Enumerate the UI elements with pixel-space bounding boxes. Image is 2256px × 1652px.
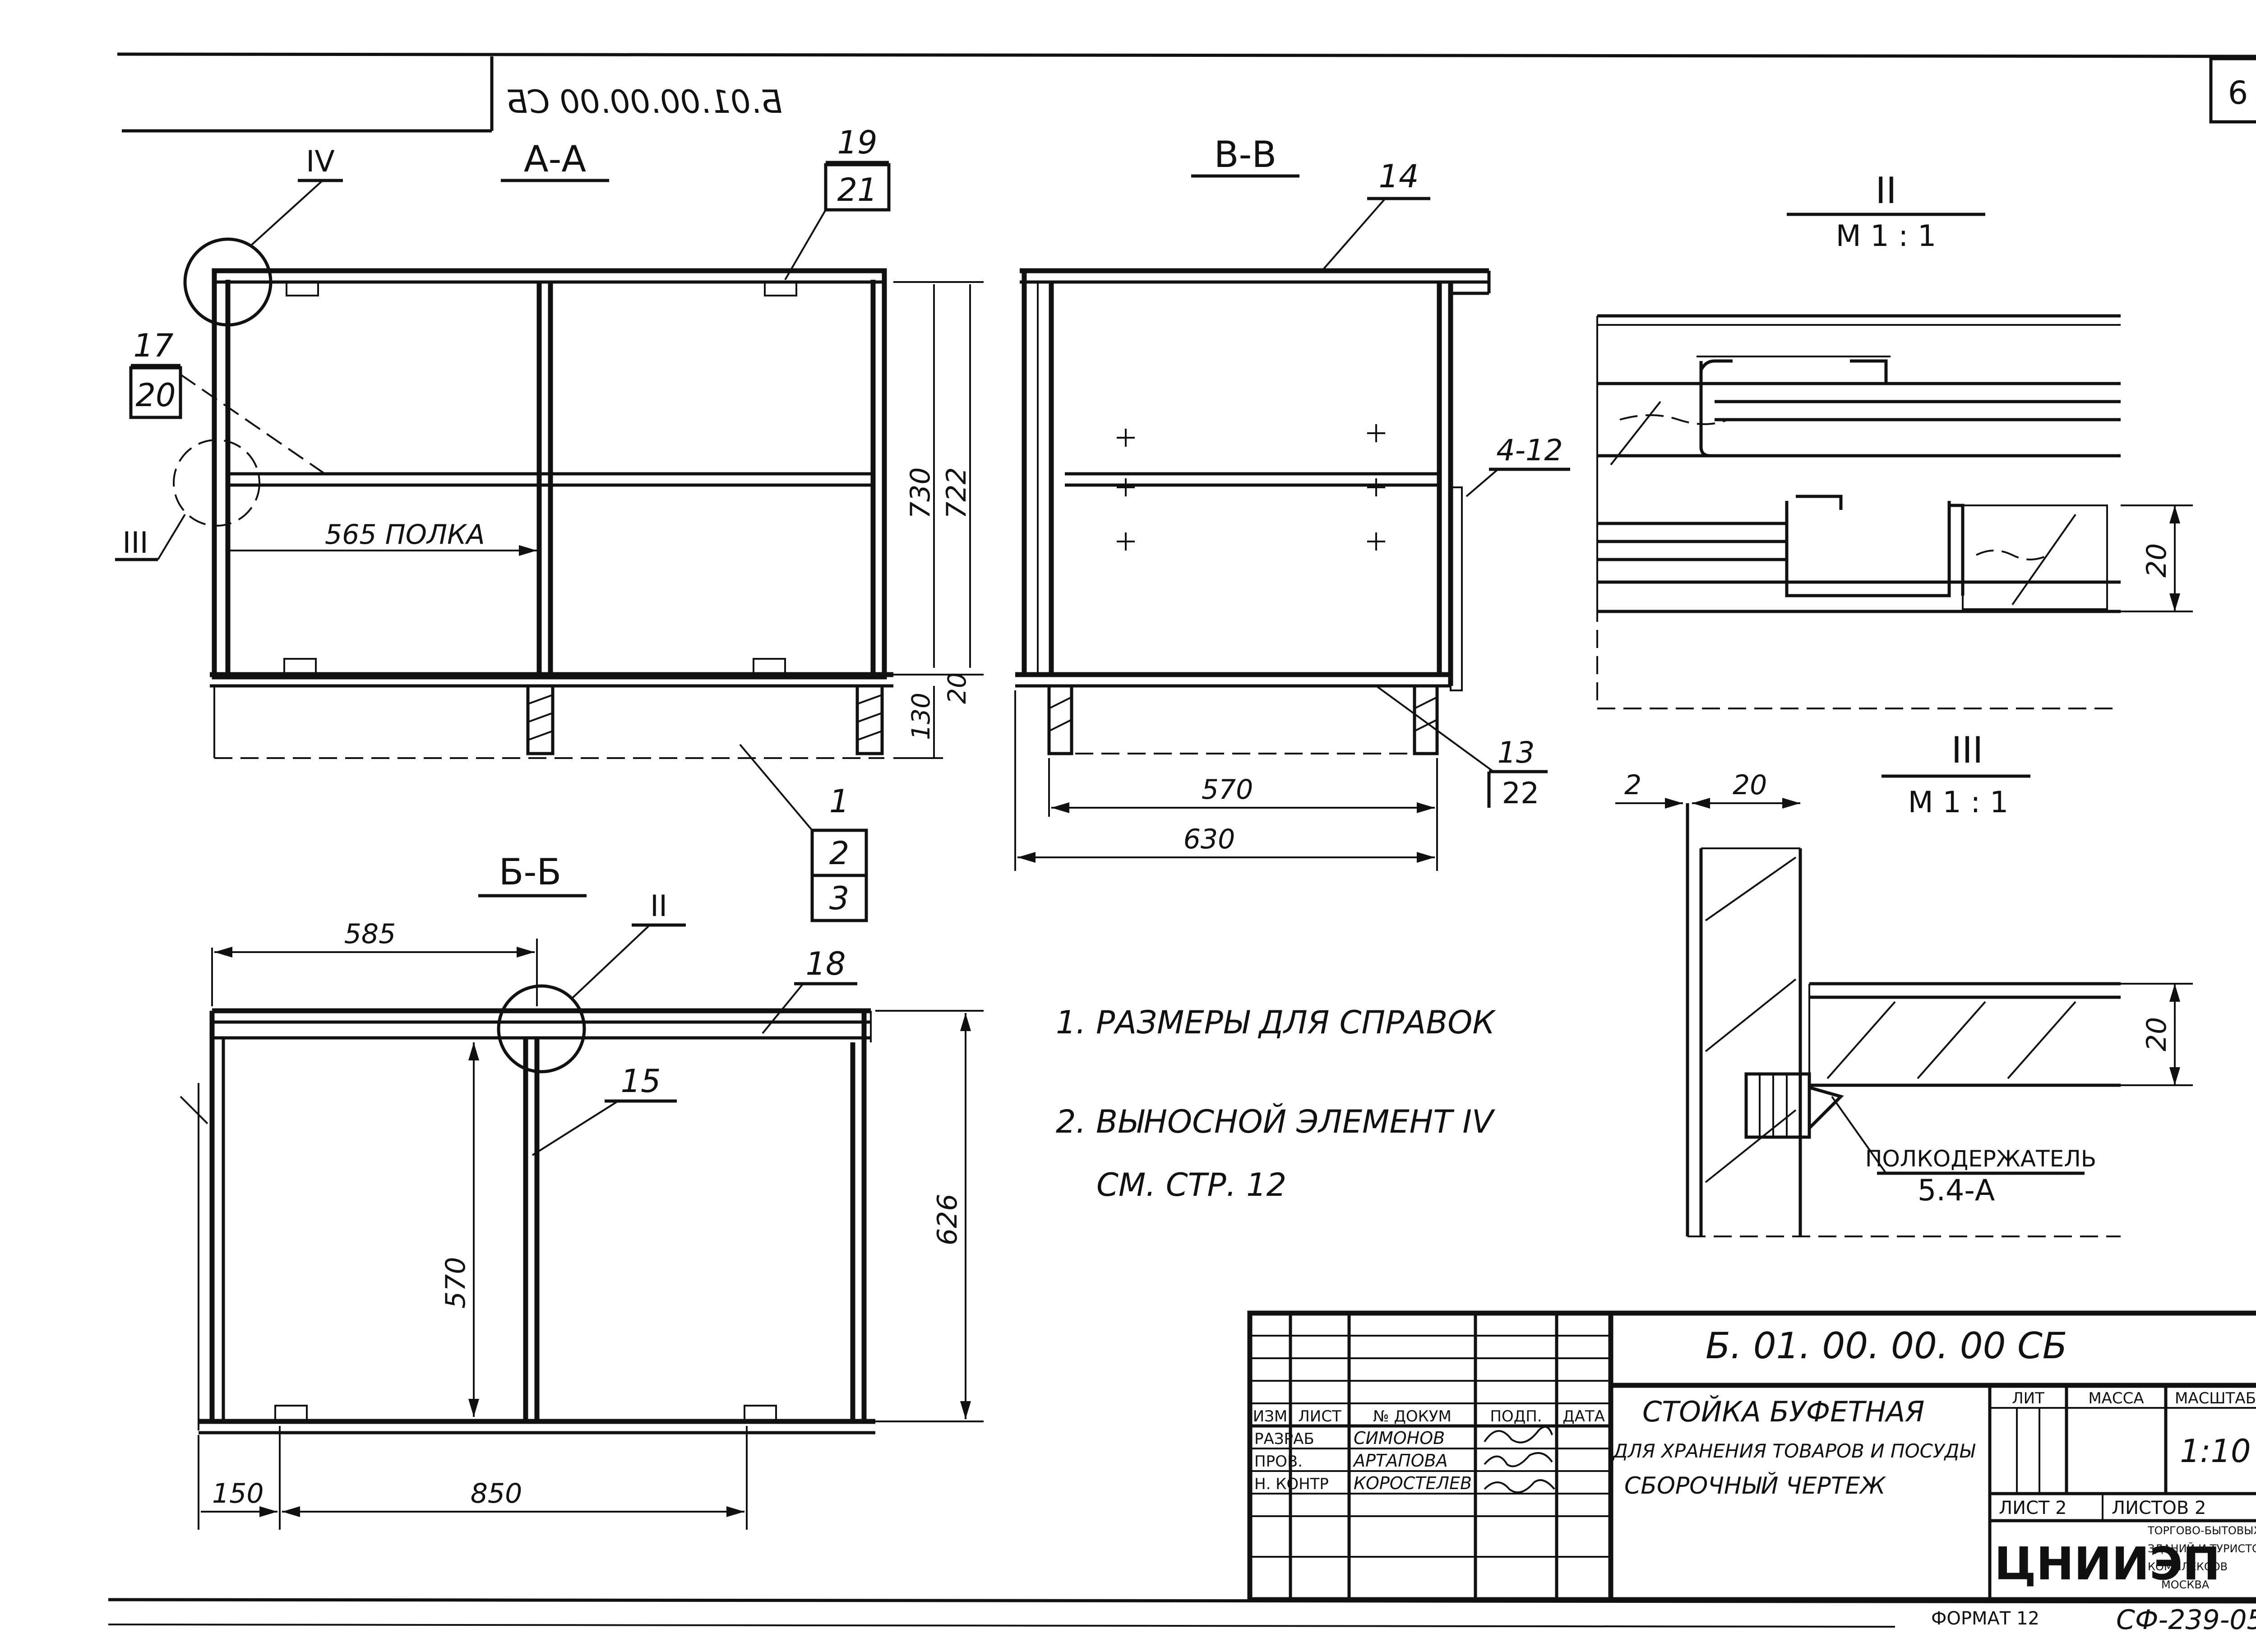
- callout-3: 3: [829, 880, 850, 917]
- dim-20-detail-ii: 20: [2141, 543, 2173, 578]
- dim-shelf: 565 ПОЛКА: [325, 519, 485, 551]
- tb-mass-header: МАССА: [2088, 1389, 2144, 1407]
- view-aa-title: А-А: [524, 138, 587, 180]
- tb-header-sign: ПОДП.: [1490, 1407, 1542, 1425]
- tb-org-logo: ЦНИИЭП: [1994, 1537, 2220, 1590]
- tb-lit-header: ЛИТ: [2012, 1389, 2044, 1407]
- tb-name-line2: ДЛЯ ХРАНЕНИЯ ТОВАРОВ И ПОСУДЫ: [1612, 1440, 1975, 1462]
- dim-730: 730: [905, 467, 936, 519]
- callout-iv: IV: [306, 145, 335, 179]
- view-b6: Б-Б II 18 15: [180, 851, 984, 1530]
- tb-name-line1: СТОЙКА БУФЕТНАЯ: [1642, 1395, 1924, 1428]
- callout-iii: III: [122, 526, 148, 560]
- tb-header-list: ЛИСТ: [1298, 1407, 1341, 1425]
- tb-org-text-4: МОСКВА: [2161, 1578, 2210, 1591]
- callout-ii: II: [650, 889, 667, 923]
- callout-4-12: 4-12: [1496, 434, 1563, 467]
- tb-name-prov: АРТАПОВА: [1352, 1451, 1448, 1471]
- fastener-marks: [1117, 424, 1385, 551]
- tb-role-prov: ПРОВ.: [1254, 1453, 1303, 1471]
- sheet-frame: 6 Б.01.00.00.00 СБ: [108, 52, 2256, 1628]
- tb-org-text-3: КОМПЛЕКСОВ: [2148, 1560, 2228, 1573]
- detail-ii: II М 1 : 1 20: [1596, 170, 2193, 709]
- dim-2: 2: [1624, 769, 1641, 801]
- holder-code: 5.4-А: [1918, 1174, 1995, 1208]
- dim-850: 850: [471, 1478, 522, 1509]
- tb-header-doc: № ДОКУМ: [1373, 1407, 1452, 1425]
- callout-20: 20: [135, 377, 176, 414]
- view-bb: В-В: [1014, 134, 1570, 871]
- callout-13: 13: [1498, 736, 1535, 770]
- detail-ii-scale: М 1 : 1: [1836, 219, 1937, 253]
- dim-630: 630: [1183, 824, 1235, 855]
- dim-20a: 20: [943, 672, 971, 704]
- view-aa: А-А 565 ПОЛКА: [115, 124, 984, 922]
- tb-name-nkontr: КОРОСТЕЛЕВ: [1354, 1473, 1472, 1493]
- callout-14: 14: [1378, 158, 1419, 195]
- dim-585: 585: [344, 918, 396, 950]
- callout-21: 21: [837, 171, 877, 208]
- view-b6-title: Б-Б: [499, 851, 562, 893]
- callout-22: 22: [1502, 777, 1539, 810]
- tb-name-razrab: СИМОНОВ: [1354, 1428, 1445, 1448]
- detail-iii-scale: М 1 : 1: [1908, 786, 2009, 819]
- tb-header-izm: ИЗМ: [1253, 1407, 1288, 1425]
- detail-iii-title: III: [1951, 729, 1983, 771]
- dim-570b: 570: [440, 1257, 472, 1309]
- callout-1: 1: [829, 783, 850, 820]
- tb-doc-code: Б. 01. 00. 00. 00 СБ: [1706, 1325, 2067, 1367]
- signatures: [1484, 1426, 1555, 1494]
- dim-570a: 570: [1202, 774, 1253, 805]
- dim-150: 150: [212, 1478, 264, 1509]
- dim-20-top: 20: [1733, 769, 1767, 801]
- tb-name-line3: СБОРОЧНЫЙ ЧЕРТЕЖ: [1624, 1472, 1886, 1499]
- tb-scale-value: 1:10: [2180, 1433, 2251, 1470]
- tb-role-nkontr: Н. КОНТР: [1254, 1475, 1329, 1493]
- dim-130: 130: [906, 693, 935, 740]
- notes: 1. РАЗМЕРЫ ДЛЯ СПРАВОК 2. ВЫНОСНОЙ ЭЛЕМЕ…: [1056, 1004, 1496, 1203]
- top-code-mirrored: Б.01.00.00.00 СБ: [506, 83, 782, 120]
- tb-sheets-total: ЛИСТОВ 2: [2112, 1498, 2206, 1518]
- dim-722: 722: [941, 467, 972, 519]
- tb-sheet: ЛИСТ 2: [1999, 1498, 2067, 1518]
- bottom-format: ФОРМАТ 12: [1931, 1608, 2039, 1629]
- callout-18: 18: [805, 945, 846, 982]
- tb-role-razrab: РАЗРАБ: [1254, 1430, 1314, 1448]
- note-1: 1. РАЗМЕРЫ ДЛЯ СПРАВОК: [1056, 1004, 1496, 1041]
- note-2b: СМ. СТР. 12: [1096, 1166, 1286, 1203]
- page-number: 6: [2228, 74, 2248, 111]
- title-block: ИЗМ ЛИСТ № ДОКУМ ПОДП. ДАТА РАЗРАБ СИМОН…: [1247, 1310, 2256, 1636]
- bottom-code: СФ-239-05: [2116, 1604, 2256, 1636]
- tb-org-text-2: ЗДАНИЙ И ТУРИСТСКИХ: [2148, 1542, 2256, 1555]
- tb-scale-header: МАСШТАБ: [2175, 1389, 2256, 1407]
- view-bb-title: В-В: [1214, 134, 1277, 176]
- tb-org-text-1: ТОРГОВО-БЫТОВЫХ: [2147, 1524, 2256, 1537]
- callout-19: 19: [837, 124, 877, 161]
- detail-iii: III М 1 : 1 2 20 ПОЛКОДЕРЖАТЕ: [1615, 729, 2193, 1237]
- note-2: 2. ВЫНОСНОЙ ЭЛЕМЕНТ IV: [1056, 1103, 1495, 1140]
- tb-header-date: ДАТА: [1563, 1407, 1605, 1425]
- callout-2: 2: [829, 835, 850, 872]
- dim-20-detail-iii: 20: [2141, 1017, 2173, 1051]
- callout-17: 17: [133, 327, 173, 364]
- holder-label: ПОЛКОДЕРЖАТЕЛЬ: [1865, 1146, 2096, 1172]
- callout-15: 15: [620, 1063, 661, 1100]
- detail-ii-title: II: [1875, 170, 1896, 212]
- dim-626: 626: [932, 1194, 963, 1245]
